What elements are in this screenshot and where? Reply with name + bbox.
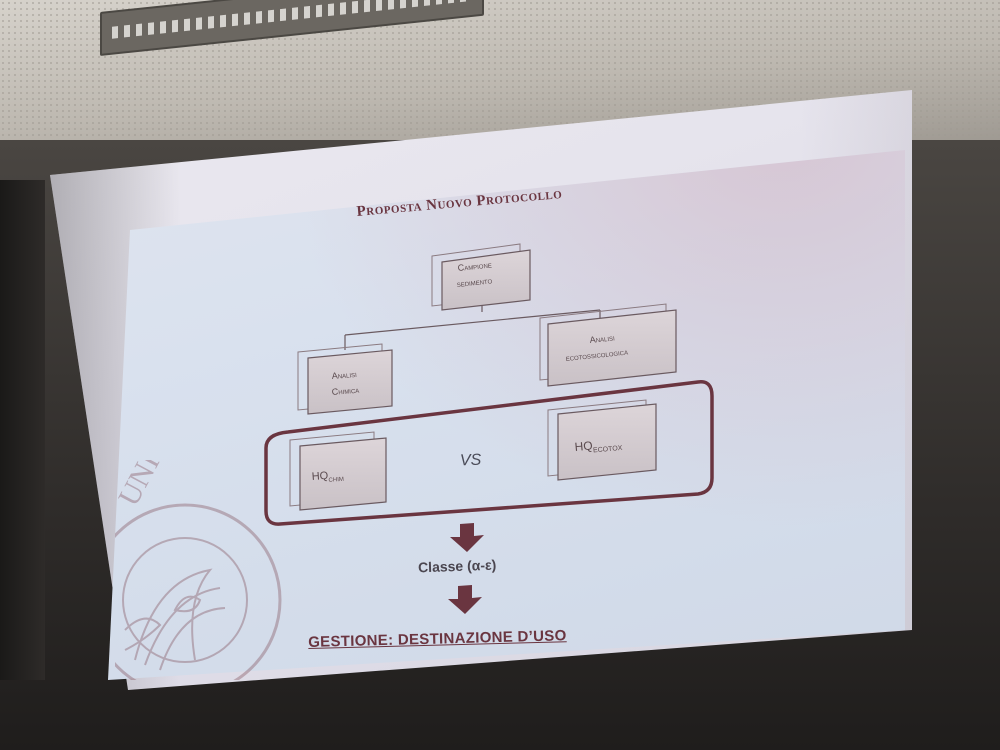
hq-ecotox-label: HQECOTOX xyxy=(574,436,623,456)
chimica-label-2: Chimica xyxy=(331,385,359,397)
campione-label-1: Campione xyxy=(457,259,492,273)
ecotox-label-1: Analisi xyxy=(589,332,615,345)
university-seal-watermark: UNIVERSITAS xyxy=(115,460,282,680)
down-arrow-icon xyxy=(450,523,484,552)
campione-label-2: sedimento xyxy=(456,275,493,289)
node-analisi-ecotossicologica: Analisi ecotossicologica xyxy=(539,303,677,387)
node-campione-sedimento: Campione sedimento xyxy=(431,243,531,311)
left-door-frame xyxy=(0,180,45,680)
node-analisi-chimica: Analisi Chimica xyxy=(297,343,393,415)
classe-label: Classe (α-ε) xyxy=(417,556,497,576)
chimica-label-1: Analisi xyxy=(331,369,357,381)
vs-label: VS xyxy=(459,451,482,470)
hq-chim-label: HQCHIM xyxy=(311,469,344,485)
node-hq-ecotox: HQECOTOX xyxy=(547,399,657,481)
comparison-frame xyxy=(264,380,714,526)
down-arrow-icon-2 xyxy=(448,585,482,614)
connector-horizontal xyxy=(344,309,601,336)
node-hq-chim: HQCHIM xyxy=(289,431,387,511)
